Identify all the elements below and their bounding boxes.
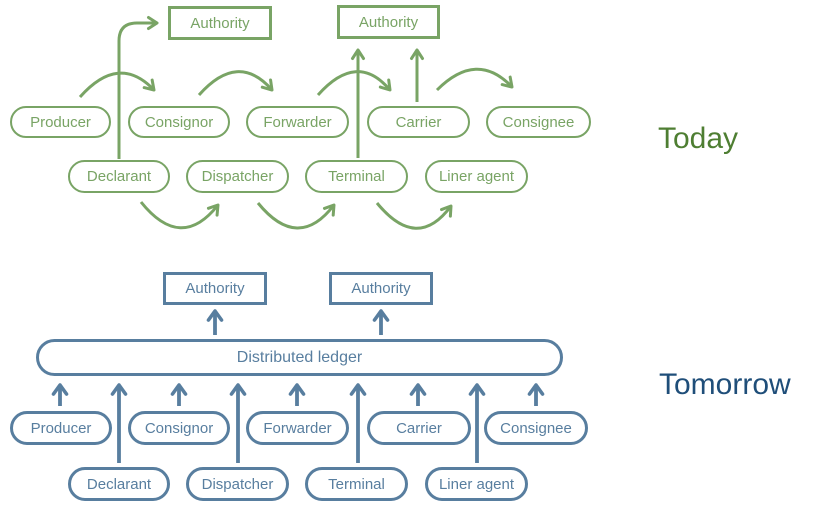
today-node-declarant: Declarant [68, 160, 170, 193]
tomorrow-node-consignor: Consignor [128, 411, 230, 445]
today-node-carrier: Carrier [367, 106, 470, 138]
today-authority-left: Authority [168, 6, 272, 40]
arrow-producer-consignor [78, 71, 156, 98]
arrow-declarant-authority-left [117, 16, 159, 159]
tomorrow-node-lineragent: Liner agent [425, 467, 528, 501]
tomorrow-node-terminal: Terminal [305, 467, 408, 501]
tomorrow-authority-left: Authority [163, 272, 267, 305]
arrow-terminal-lineragent [375, 202, 453, 230]
today-node-dispatcher: Dispatcher [186, 160, 289, 193]
today-authority-right: Authority [337, 5, 440, 39]
today-node-terminal: Terminal [305, 160, 408, 193]
today-node-forwarder: Forwarder [246, 106, 349, 138]
tomorrow-node-forwarder: Forwarder [246, 411, 349, 445]
arrow-declarant-dispatcher [139, 201, 220, 230]
arrow-forwarder-carrier [316, 70, 392, 96]
tomorrow-node-consignee: Consignee [484, 411, 588, 445]
arrow-consignor-forwarder [197, 70, 274, 96]
distributed-ledger: Distributed ledger [36, 339, 563, 376]
tomorrow-node-producer: Producer [10, 411, 112, 445]
tomorrow-authority-right: Authority [329, 272, 433, 305]
today-node-lineragent: Liner agent [425, 160, 528, 193]
arrow-dispatcher-terminal [256, 202, 336, 230]
arrow-carrier-consignee [435, 67, 514, 92]
today-label: Today [658, 122, 739, 155]
today-node-consignor: Consignor [128, 106, 230, 138]
tomorrow-node-declarant: Declarant [68, 467, 170, 501]
tomorrow-label: Tomorrow [659, 368, 791, 401]
today-node-consignee: Consignee [486, 106, 591, 138]
tomorrow-node-dispatcher: Dispatcher [186, 467, 289, 501]
tomorrow-node-carrier: Carrier [367, 411, 471, 445]
today-node-producer: Producer [10, 106, 111, 138]
